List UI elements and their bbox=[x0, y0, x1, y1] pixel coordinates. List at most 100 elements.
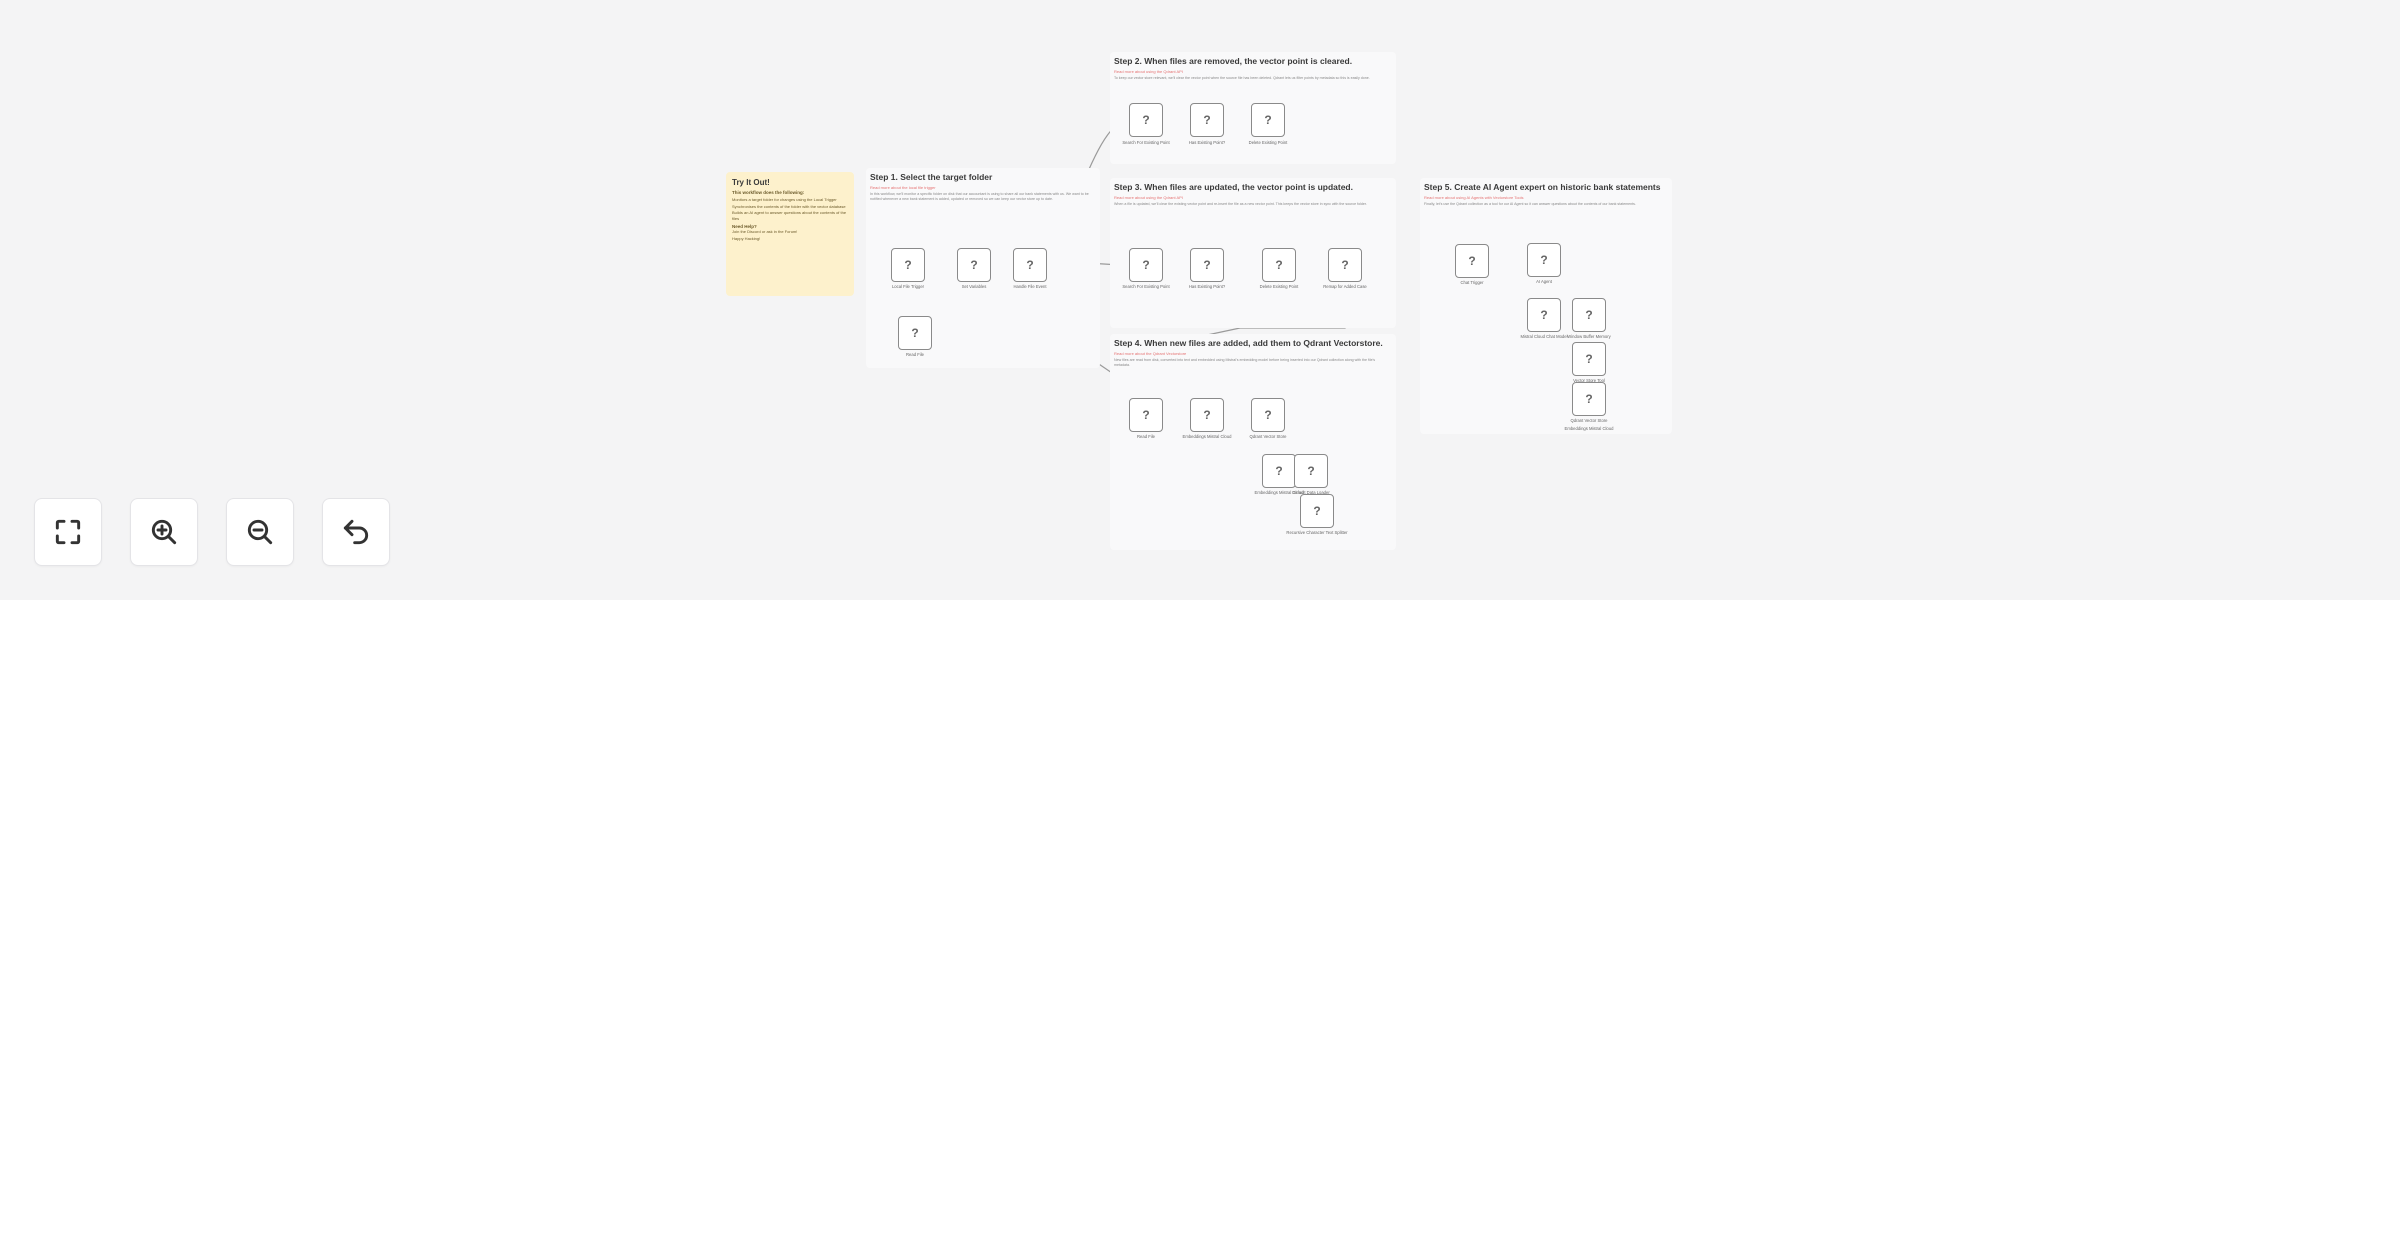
node-recursive-text-splitter[interactable]: ? bbox=[1300, 494, 1334, 528]
node-read-file[interactable]: ? bbox=[898, 316, 932, 350]
reset-zoom-button[interactable] bbox=[322, 498, 390, 566]
sticky-link[interactable]: Read more about the Qdrant Vectorstore bbox=[1114, 351, 1187, 356]
node-chat-trigger[interactable]: ? bbox=[1455, 244, 1489, 278]
node-has-existing-point-updated[interactable]: ? bbox=[1190, 248, 1224, 282]
unknown-node-icon: ? bbox=[1142, 113, 1150, 127]
undo-icon bbox=[343, 519, 369, 545]
node-qdrant-vector-store[interactable]: ? bbox=[1251, 398, 1285, 432]
node-label: Has Existing Point? bbox=[1188, 140, 1226, 145]
node-label: Read File bbox=[906, 352, 924, 357]
node-label: Embeddings Mistral Cloud bbox=[1254, 490, 1304, 495]
unknown-node-icon: ? bbox=[1275, 258, 1283, 272]
note-title: Try It Out! bbox=[732, 178, 770, 187]
unknown-node-icon: ? bbox=[1275, 464, 1283, 478]
node-label: Handle File Event bbox=[1013, 284, 1047, 289]
node-qdrant-vector-store-tool[interactable]: ? bbox=[1572, 382, 1606, 416]
unknown-node-icon: ? bbox=[970, 258, 978, 272]
node-label: Remap for Added Case bbox=[1323, 284, 1367, 289]
sticky-description: Finally, let's use the Qdrant collection… bbox=[1424, 202, 1636, 206]
node-label: Qdrant Vector Store bbox=[1570, 418, 1608, 423]
node-default-data-loader[interactable]: ? bbox=[1294, 454, 1328, 488]
node-label: Set Variables bbox=[961, 284, 987, 289]
node-handle-file-event[interactable]: ? bbox=[1013, 248, 1047, 282]
workflow-canvas[interactable]: Try It Out! This workflow does the follo… bbox=[0, 0, 2400, 600]
node-label: Vector Store Tool bbox=[1573, 378, 1605, 383]
node-delete-existing-point-removed[interactable]: ? bbox=[1251, 103, 1285, 137]
sticky-link[interactable]: Read more about using the Qdrant API bbox=[1114, 69, 1183, 74]
node-label: Search For Existing Point bbox=[1122, 140, 1170, 145]
sticky-title: Step 1. Select the target folder bbox=[870, 172, 993, 182]
zoom-out-button[interactable] bbox=[226, 498, 294, 566]
node-label: Chat Trigger bbox=[1460, 280, 1484, 285]
unknown-node-icon: ? bbox=[904, 258, 912, 272]
node-label: Search For Existing Point bbox=[1122, 284, 1170, 289]
sticky-link[interactable]: Read more about using the Qdrant API bbox=[1114, 195, 1183, 200]
unknown-node-icon: ? bbox=[1468, 254, 1476, 268]
fit-view-button[interactable] bbox=[34, 498, 102, 566]
fit-view-icon bbox=[55, 519, 81, 545]
note-footer-line: Happy Hacking! bbox=[732, 235, 761, 241]
zoom-in-icon bbox=[151, 519, 177, 545]
node-label: Mistral Cloud Chat Model bbox=[1520, 334, 1568, 339]
sticky-description: New files are read from disk, converted … bbox=[1114, 358, 1376, 367]
sticky-description: When a file is updated, we'll clear the … bbox=[1114, 202, 1367, 206]
node-local-file-trigger[interactable]: ? bbox=[891, 248, 925, 282]
node-label: Has Existing Point? bbox=[1188, 284, 1226, 289]
node-label: Embeddings Mistral Cloud bbox=[1564, 426, 1614, 431]
node-label: Delete Existing Point bbox=[1259, 284, 1299, 289]
sticky-title: Step 2. When files are removed, the vect… bbox=[1114, 56, 1353, 66]
node-has-existing-point-removed[interactable]: ? bbox=[1190, 103, 1224, 137]
unknown-node-icon: ? bbox=[1585, 352, 1593, 366]
note-bullet: Monitors a target folder for changes usi… bbox=[732, 197, 837, 202]
unknown-node-icon: ? bbox=[1203, 408, 1211, 422]
sticky-description: To keep our vector store relevant, we'll… bbox=[1114, 76, 1370, 80]
unknown-node-icon: ? bbox=[1142, 258, 1150, 272]
node-label: Qdrant Vector Store bbox=[1249, 434, 1287, 439]
node-search-existing-point-updated[interactable]: ? bbox=[1129, 248, 1163, 282]
unknown-node-icon: ? bbox=[1264, 408, 1272, 422]
sticky-link[interactable]: Read more about the local file trigger bbox=[870, 185, 936, 190]
zoom-out-icon bbox=[247, 519, 273, 545]
node-vector-store-tool[interactable]: ? bbox=[1572, 342, 1606, 376]
node-label: Window Buffer Memory bbox=[1567, 334, 1611, 339]
unknown-node-icon: ? bbox=[1203, 258, 1211, 272]
node-label: Delete Existing Point bbox=[1248, 140, 1288, 145]
unknown-node-icon: ? bbox=[1203, 113, 1211, 127]
note-subtitle: This workflow does the following: bbox=[732, 190, 805, 195]
node-label: Default Data Loader bbox=[1292, 490, 1330, 495]
note-footer-line: Join the Discord or ask in the Forum! bbox=[732, 229, 798, 234]
node-delete-existing-point-updated[interactable]: ? bbox=[1262, 248, 1296, 282]
unknown-node-icon: ? bbox=[1341, 258, 1349, 272]
unknown-node-icon: ? bbox=[1540, 308, 1548, 322]
node-embeddings-mistral-doc[interactable]: ? bbox=[1190, 398, 1224, 432]
sticky-title: Step 3. When files are updated, the vect… bbox=[1114, 182, 1353, 192]
node-remap-for-added-case[interactable]: ? bbox=[1328, 248, 1362, 282]
try-it-out-note[interactable]: Try It Out! This workflow does the follo… bbox=[726, 172, 854, 296]
node-read-file-added[interactable]: ? bbox=[1129, 398, 1163, 432]
unknown-node-icon: ? bbox=[1142, 408, 1150, 422]
unknown-node-icon: ? bbox=[1264, 113, 1272, 127]
node-embeddings-mistral-doc2[interactable]: ? bbox=[1262, 454, 1296, 488]
sticky-link[interactable]: Read more about using AI Agents with Vec… bbox=[1424, 195, 1524, 200]
node-label: Read File bbox=[1137, 434, 1155, 439]
note-bullet: Synchronises the contents of the folder … bbox=[732, 203, 846, 209]
node-mistral-chat-model[interactable]: ? bbox=[1527, 298, 1561, 332]
unknown-node-icon: ? bbox=[1585, 392, 1593, 406]
node-window-buffer-memory[interactable]: ? bbox=[1572, 298, 1606, 332]
unknown-node-icon: ? bbox=[1026, 258, 1034, 272]
unknown-node-icon: ? bbox=[1313, 504, 1321, 518]
sticky-title: Step 5. Create AI Agent expert on histor… bbox=[1424, 182, 1661, 192]
sticky-step-4[interactable]: Step 4. When new files are added, add th… bbox=[1110, 334, 1396, 550]
note-footer-title: Need Help? bbox=[732, 224, 757, 229]
node-ai-agent[interactable]: ? bbox=[1527, 243, 1561, 277]
node-search-existing-point-removed[interactable]: ? bbox=[1129, 103, 1163, 137]
unknown-node-icon: ? bbox=[911, 326, 919, 340]
node-set-variables[interactable]: ? bbox=[957, 248, 991, 282]
sticky-title: Step 4. When new files are added, add th… bbox=[1114, 338, 1383, 348]
unknown-node-icon: ? bbox=[1585, 308, 1593, 322]
node-label: Embeddings Mistral Cloud bbox=[1182, 434, 1232, 439]
unknown-node-icon: ? bbox=[1307, 464, 1315, 478]
node-label: Recursive Character Text Splitter bbox=[1286, 530, 1348, 535]
zoom-in-button[interactable] bbox=[130, 498, 198, 566]
node-label: AI Agent bbox=[1536, 279, 1552, 284]
